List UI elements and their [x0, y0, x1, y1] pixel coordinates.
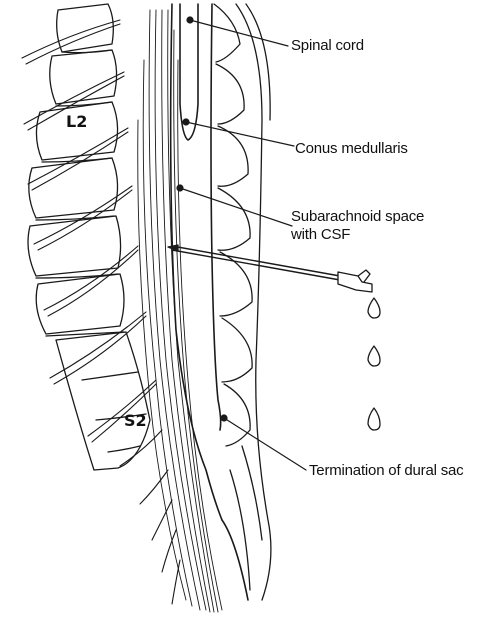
vertebra-label-s2: S2 — [124, 411, 147, 430]
vertebra-2 — [50, 50, 117, 104]
needle-hub — [338, 272, 372, 292]
label-spinal-cord: Spinal cord — [291, 37, 364, 55]
csf-drops — [368, 298, 380, 430]
spinal-cord — [180, 4, 198, 140]
csf-drop-3 — [368, 408, 380, 430]
vertebral-bodies — [28, 4, 150, 470]
label-conus-medullaris: Conus medullaris — [295, 140, 408, 158]
label-subarachnoid-space: Subarachnoid space — [291, 208, 424, 226]
csf-drop-1 — [368, 298, 380, 318]
label-with-csf: with CSF — [291, 226, 350, 244]
spinal-needle — [168, 245, 372, 292]
label-termination-dural-sac: Termination of dural sac — [309, 462, 463, 480]
vertebra-6 — [36, 274, 124, 334]
posterior-elements — [214, 4, 271, 600]
vertebra-5 — [28, 216, 121, 276]
csf-drop-2 — [368, 346, 380, 366]
vertebra-label-l2: L2 — [66, 112, 87, 131]
leader-lines — [177, 17, 306, 470]
